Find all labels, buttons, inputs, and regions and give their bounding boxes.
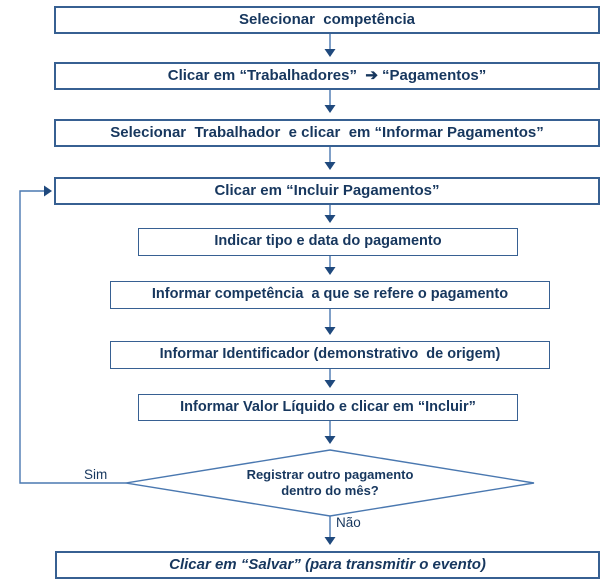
arrowhead-down-icon [324, 162, 336, 170]
arrowhead-down-icon [324, 49, 336, 57]
step-label: Selecionar Trabalhador e clicar em “Info… [110, 123, 544, 141]
step-label: Informar Valor Líquido e clicar em “Incl… [180, 398, 476, 415]
step-label: Informar Identificador (demonstrativo de… [159, 346, 501, 363]
branch-label-sim: Sim [84, 467, 108, 482]
decision-question: Registrar outro pagamento dentro do mês? [210, 467, 450, 498]
step-informar-competencia: Informar competência a que se refere o p… [110, 281, 550, 309]
decision-question-line1: Registrar outro pagamento [246, 467, 414, 482]
step-clicar-trabalhadores-pagamentos: Clicar em “Trabalhadores” ➔ “Pagamentos” [54, 62, 600, 90]
arrowhead-down-icon [324, 380, 336, 388]
arrowhead-right-icon [44, 185, 52, 197]
step-label: Informar competência a que se refere o p… [151, 286, 509, 303]
step-label: Clicar em “Incluir Pagamentos” [214, 181, 440, 199]
step-indicar-tipo-data: Indicar tipo e data do pagamento [138, 228, 518, 256]
arrowhead-down-icon [324, 537, 336, 545]
step-label: Indicar tipo e data do pagamento [214, 233, 442, 250]
arrowhead-down-icon [324, 267, 336, 275]
step-clicar-salvar: Clicar em “Salvar” (para transmitir o ev… [55, 551, 600, 579]
decision-question-line2: dentro do mês? [281, 482, 379, 498]
branch-label-nao: Não [336, 515, 361, 530]
loopback-yes-line [19, 190, 126, 484]
decision-diamond-shape [125, 449, 535, 517]
arrowhead-down-icon [324, 327, 336, 335]
step-clicar-incluir-pagamentos: Clicar em “Incluir Pagamentos” [54, 177, 600, 205]
step-selecionar-trabalhador: Selecionar Trabalhador e clicar em “Info… [54, 119, 600, 147]
arrowhead-down-icon [324, 436, 336, 444]
step-informar-identificador: Informar Identificador (demonstrativo de… [110, 341, 550, 369]
step-label: Clicar em “Trabalhadores” ➔ “Pagamentos” [167, 66, 487, 84]
arrowhead-down-icon [324, 105, 336, 113]
step-selecionar-competencia: Selecionar competência [54, 6, 600, 34]
arrowhead-down-icon [324, 215, 336, 223]
step-label: Clicar em “Salvar” (para transmitir o ev… [169, 555, 486, 573]
step-informar-valor-liquido: Informar Valor Líquido e clicar em “Incl… [138, 394, 518, 421]
step-label: Selecionar competência [239, 10, 415, 28]
